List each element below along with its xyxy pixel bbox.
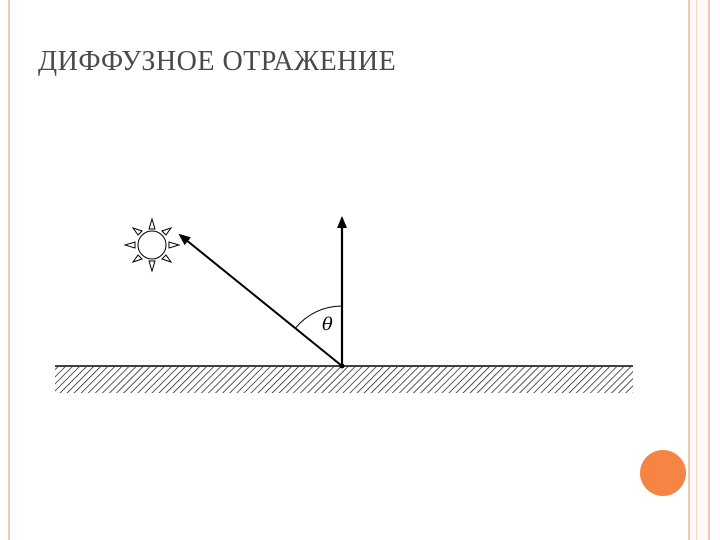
frame-right-inner-line (696, 0, 697, 540)
incident-ray-arrow (178, 233, 343, 367)
incidence-point (339, 363, 345, 369)
surface-hatching (55, 367, 633, 393)
sun-icon (123, 217, 181, 273)
frame-left-border (8, 0, 10, 540)
slide-title: ДИФФУЗНОЕ ОТРАЖЕНИЕ (38, 46, 397, 77)
accent-circle (640, 450, 686, 496)
reflecting-surface (55, 365, 633, 393)
angle-arc (295, 305, 343, 329)
frame-right-border (688, 0, 710, 540)
angle-theta-label: θ (322, 314, 333, 335)
